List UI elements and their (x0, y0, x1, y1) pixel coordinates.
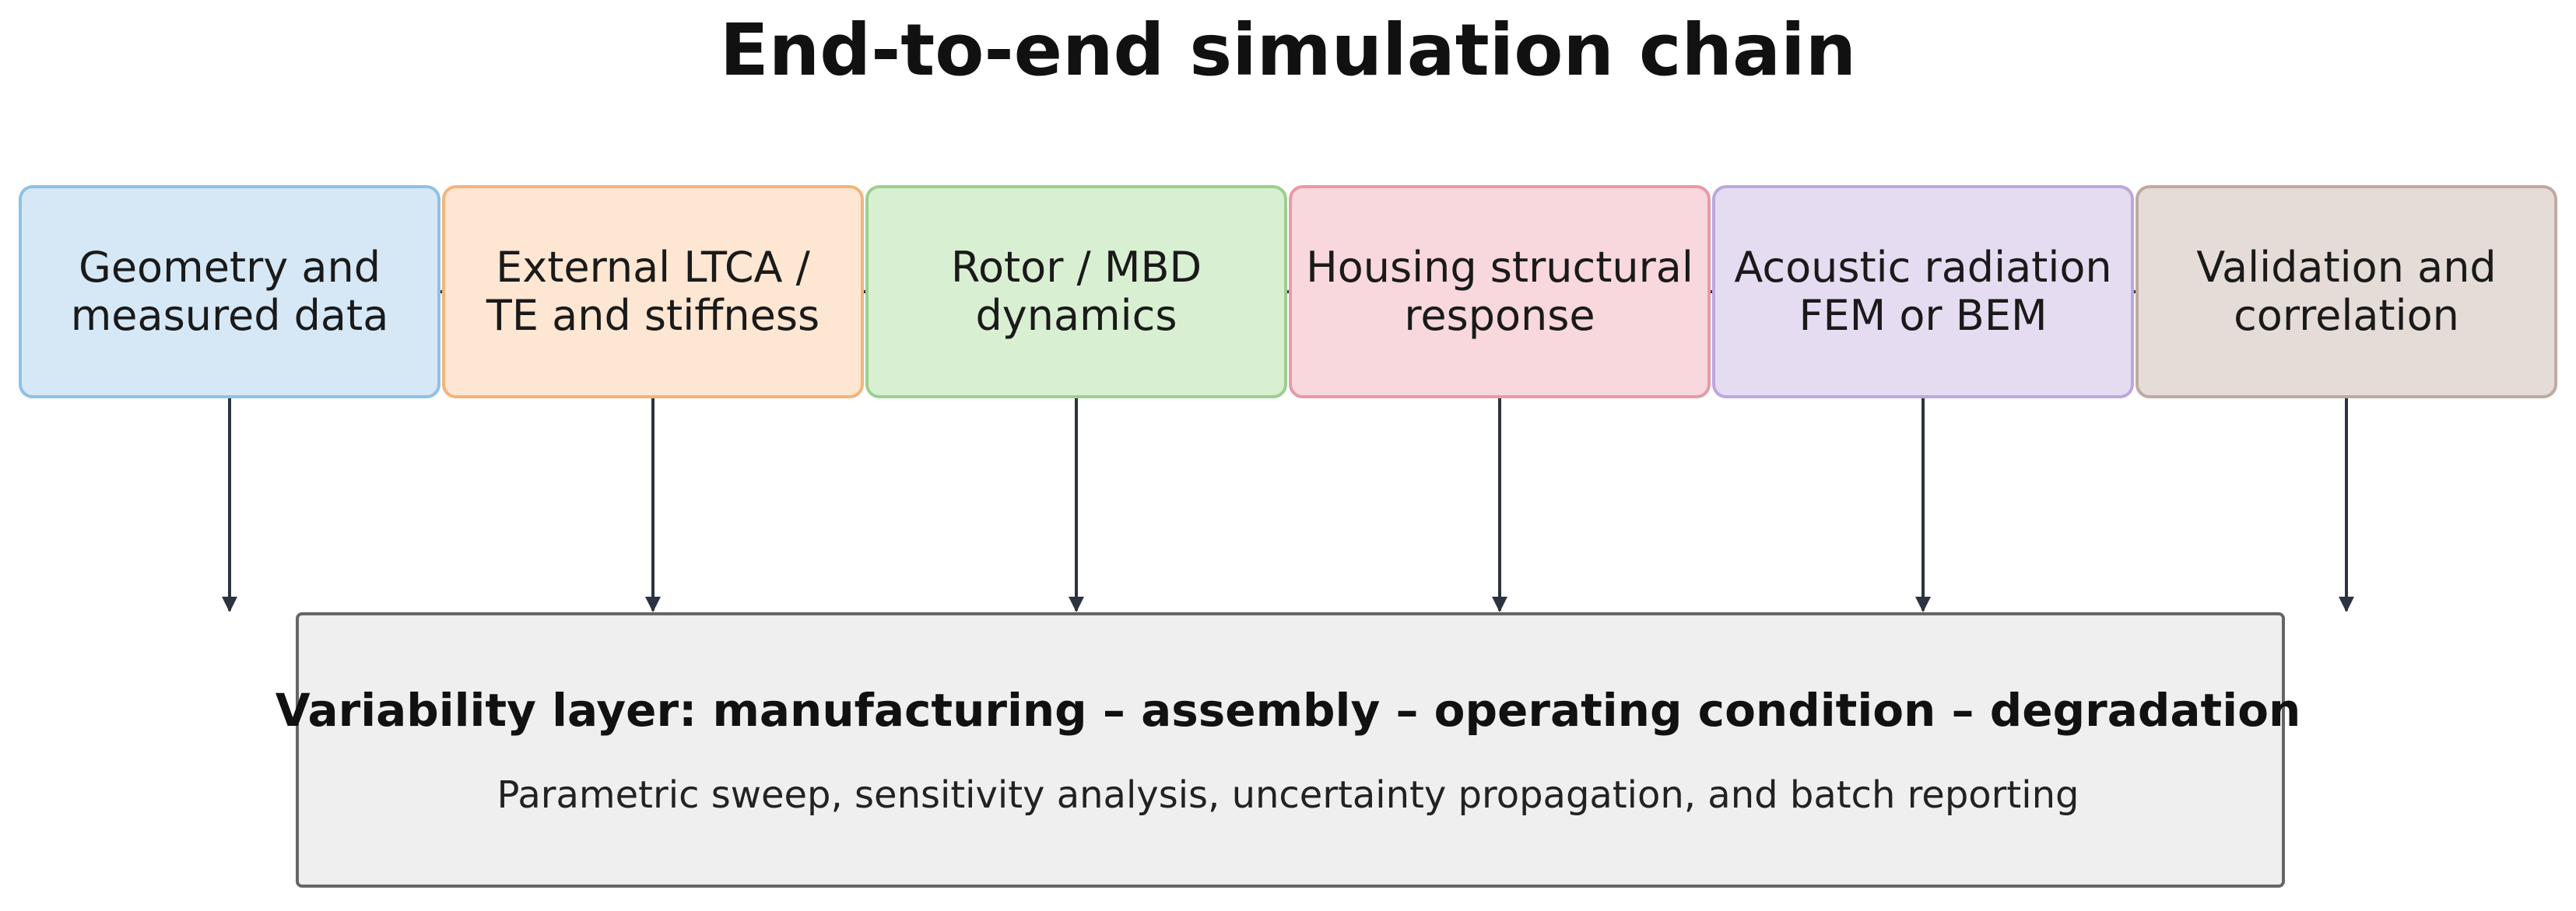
stage-label-geometry: Geometry and measured data (70, 243, 389, 340)
variability-layer-subtitle: Parametric sweep, sensitivity analysis, … (497, 773, 2079, 817)
stage-label-validation: Validation and correlation (2196, 243, 2497, 340)
stage-box-geometry: Geometry and measured data (19, 185, 440, 398)
stage-label-rotor: Rotor / MBD dynamics (950, 243, 1202, 340)
vertical-connectors (222, 398, 2354, 612)
stage-box-housing: Housing structural response (1289, 185, 1711, 398)
stage-label-acoustic: Acoustic radiation FEM or BEM (1734, 243, 2112, 340)
variability-layer-box (296, 612, 2285, 888)
stage-label-ltca: External LTCA / TE and stiffness (486, 243, 820, 340)
stage-box-acoustic: Acoustic radiation FEM or BEM (1712, 185, 2134, 398)
diagram-title: End-to-end simulation chain (719, 9, 1857, 92)
stage-label-housing: Housing structural response (1306, 243, 1693, 340)
stage-box-validation: Validation and correlation (2136, 185, 2557, 398)
stage-box-rotor: Rotor / MBD dynamics (865, 185, 1287, 398)
variability-layer-title: Variability layer: manufacturing – assem… (275, 684, 2301, 737)
stage-box-ltca: External LTCA / TE and stiffness (442, 185, 864, 398)
